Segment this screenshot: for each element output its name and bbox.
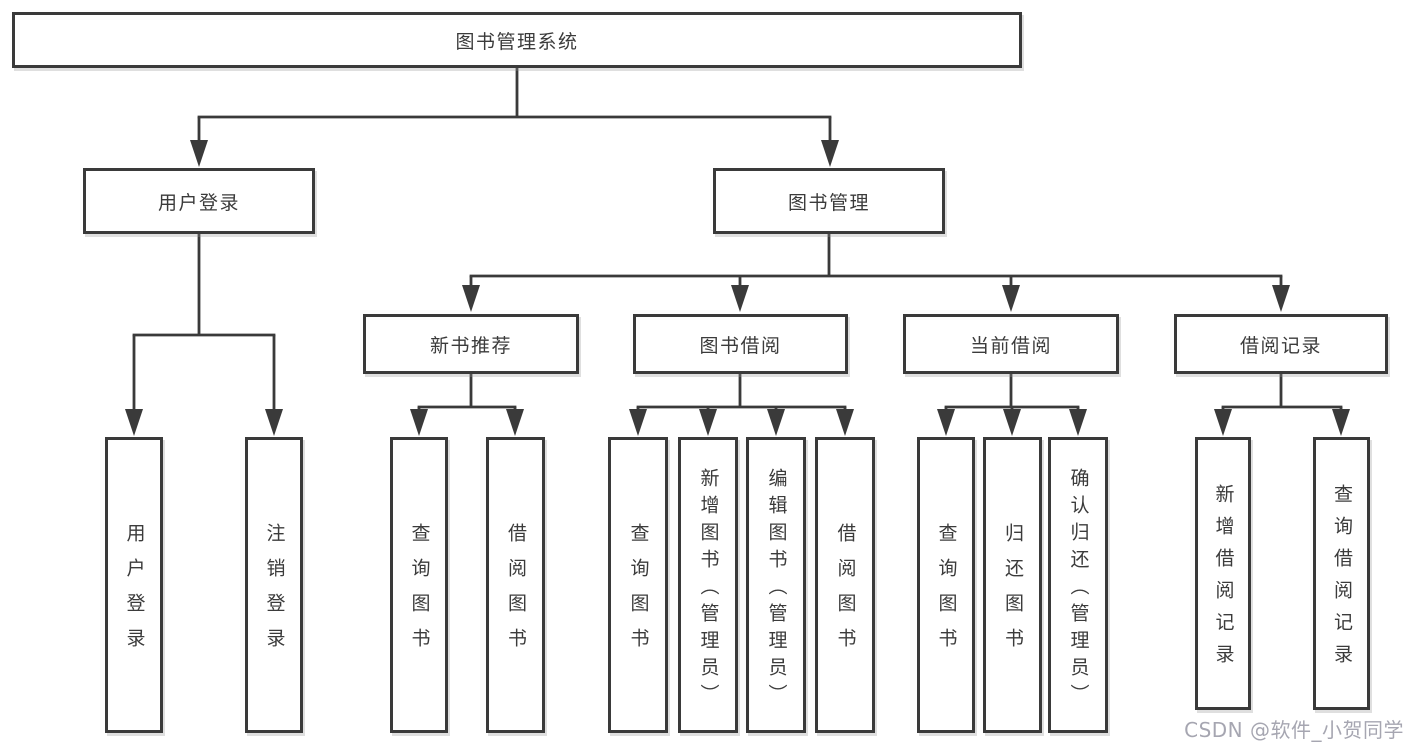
node-new-book-recommend: 新书推荐 [363,314,579,374]
node-user-login: 用户登录 [83,168,315,234]
watermark: CSDN @软件_小贺同学 [1184,718,1404,742]
leaf-add-borrow-record: 新增借阅记录 [1195,437,1251,710]
leaf-query-books-current: 查询图书 [917,437,975,733]
leaf-query-books-borrow: 查询图书 [608,437,668,733]
leaf-user-login: 用户登录 [105,437,163,733]
leaf-borrow-books-borrow: 借阅图书 [815,437,875,733]
node-book-borrow: 图书借阅 [633,314,848,374]
node-library-management-system: 图书管理系统 [12,12,1022,68]
leaf-return-books: 归还图书 [983,437,1042,733]
node-borrow-records: 借阅记录 [1174,314,1388,374]
leaf-borrow-books-recommend: 借阅图书 [486,437,545,733]
node-current-borrow: 当前借阅 [903,314,1119,374]
leaf-add-book-admin: 新增图书（管理员） [678,437,738,733]
leaf-query-borrow-record: 查询借阅记录 [1313,437,1370,710]
leaf-confirm-return-admin: 确认归还（管理员） [1048,437,1108,733]
leaf-logout: 注销登录 [245,437,303,733]
leaf-edit-book-admin: 编辑图书（管理员） [746,437,806,733]
arrowheads [125,140,1350,436]
leaf-query-books-recommend: 查询图书 [390,437,448,733]
node-book-management: 图书管理 [713,168,945,234]
